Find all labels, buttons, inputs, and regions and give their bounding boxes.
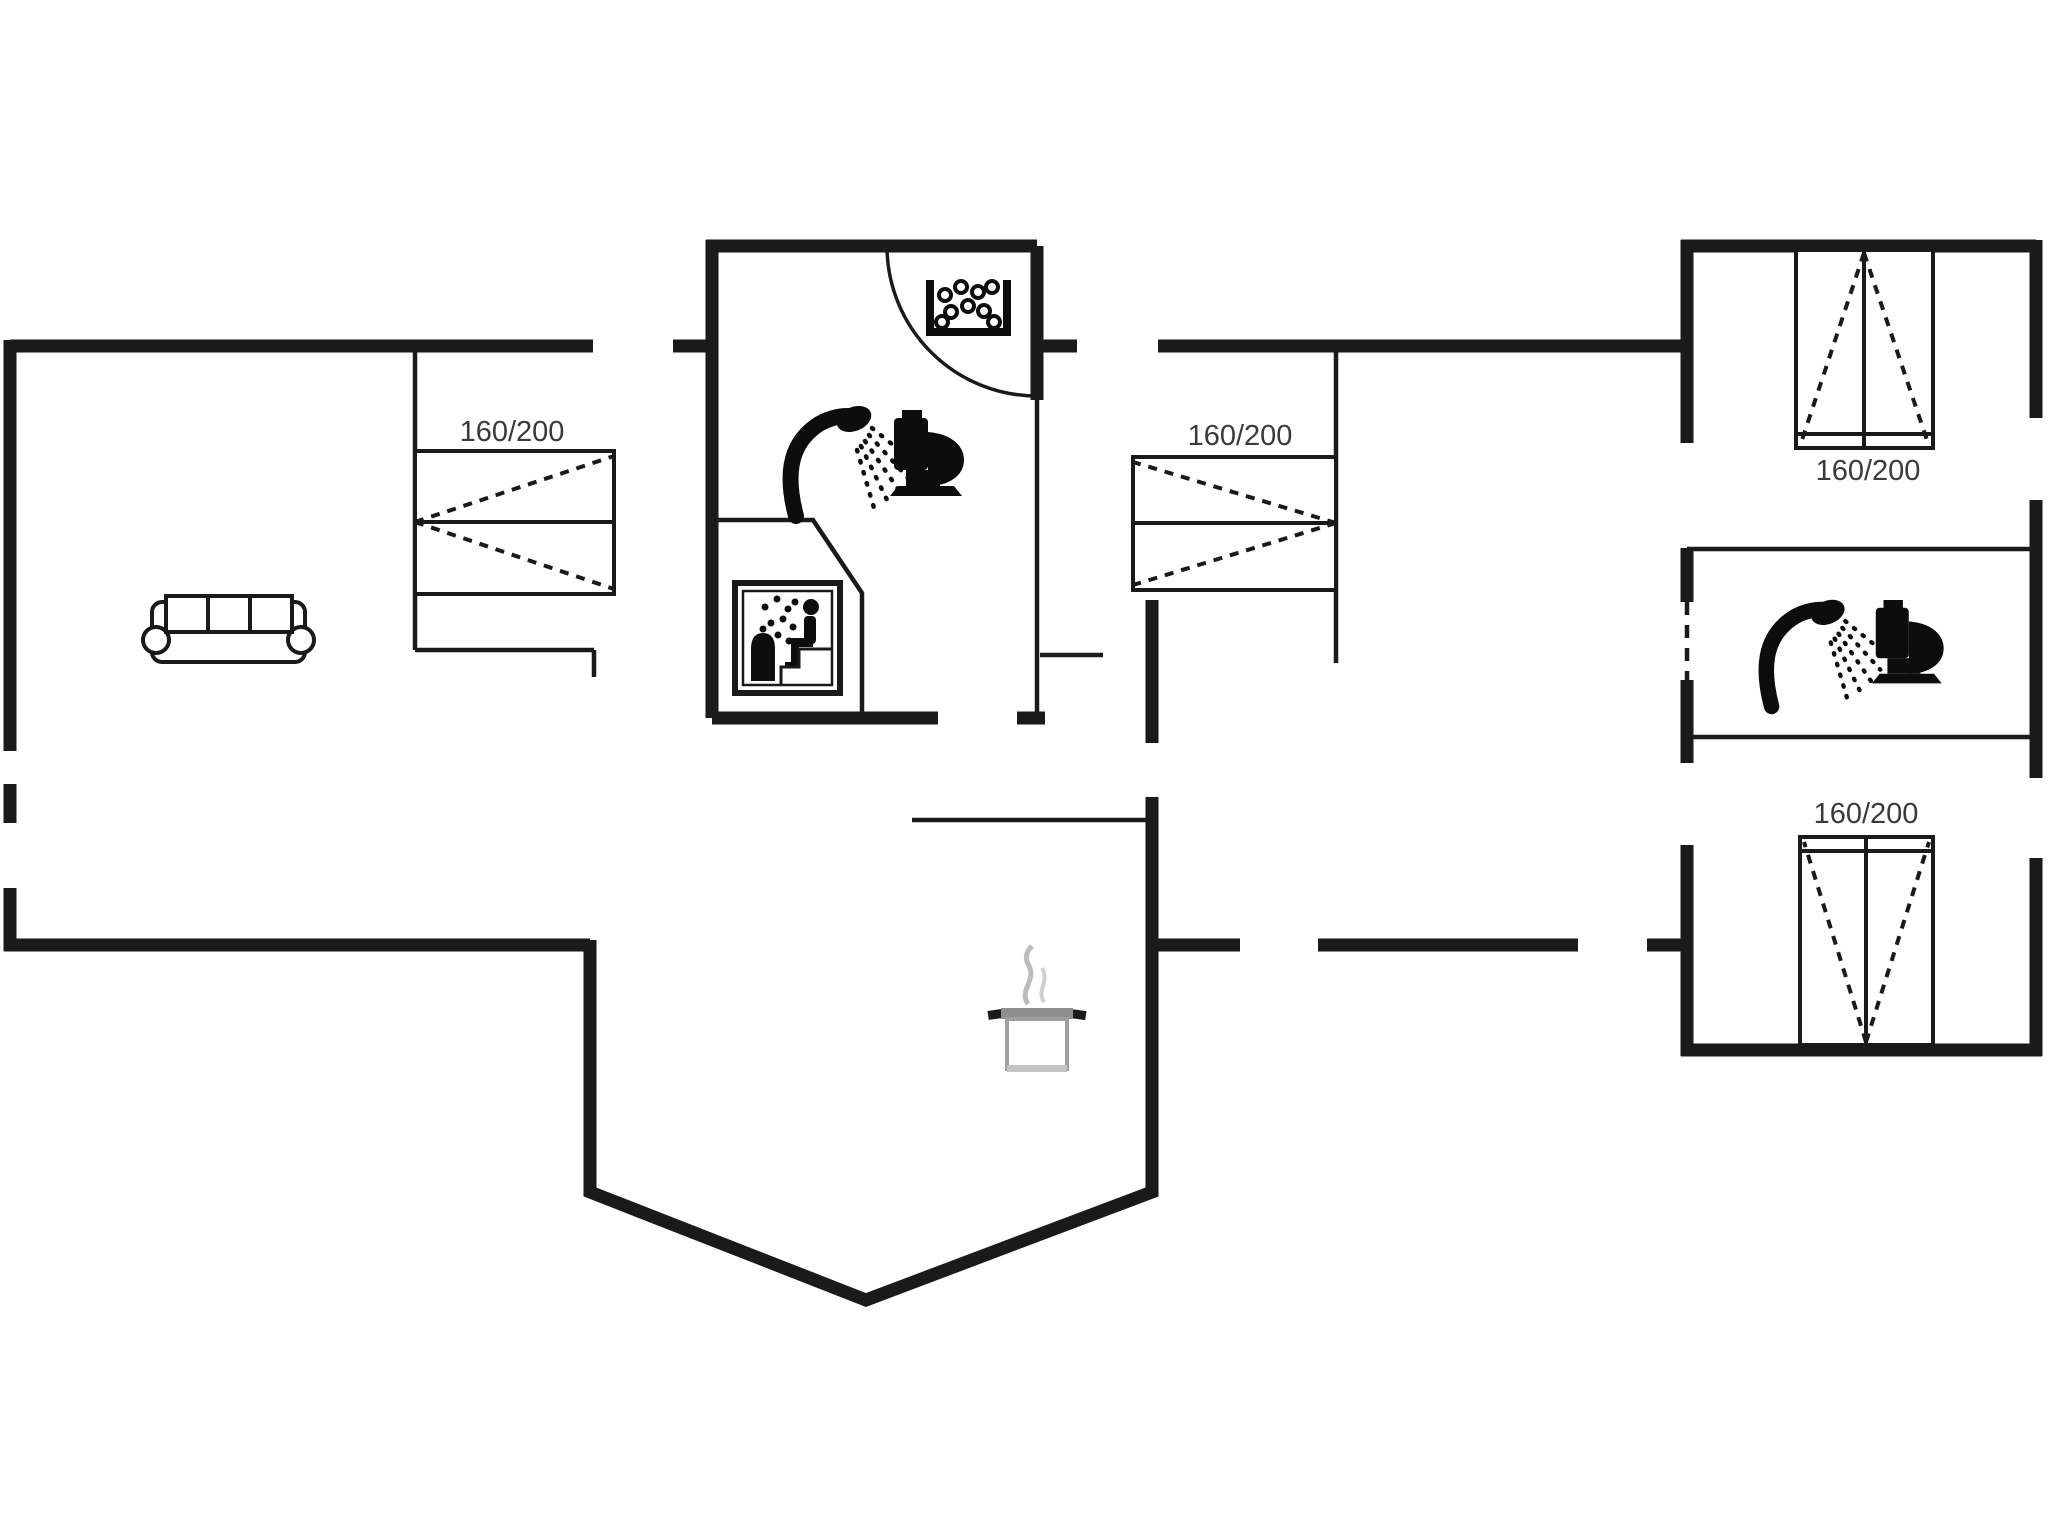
sauna-walls	[712, 517, 865, 718]
steam-squiggle	[1039, 967, 1047, 1004]
exterior-walls	[3, 239, 2043, 1307]
toilet-icon	[890, 410, 964, 496]
toilet-icon	[1871, 600, 1944, 684]
bed-symbol-left	[413, 449, 616, 596]
door-swing-arc	[885, 245, 1038, 398]
bed-symbol-middle	[1131, 455, 1338, 592]
pot-handle	[987, 1008, 1004, 1020]
bed-symbol-bottom-right	[1798, 835, 1935, 1047]
sauna-icon	[732, 580, 843, 696]
pot-base	[1007, 1065, 1067, 1072]
steam-squiggle	[1022, 944, 1034, 1006]
bed-size-label: 160/200	[460, 416, 565, 448]
right-bathroom-dividers	[1687, 546, 2036, 740]
sofa-symbol	[141, 594, 316, 664]
cooking-pot-icon	[987, 944, 1087, 1072]
pot-handle	[1070, 1009, 1087, 1021]
sitting-person	[785, 599, 819, 667]
pot-body	[1005, 1017, 1069, 1071]
bed-symbol-top-right	[1794, 248, 1935, 450]
pot-rim	[1001, 1008, 1073, 1019]
whirlpool-basin-icon	[926, 279, 1011, 336]
bed-size-label: 160/200	[1188, 420, 1293, 452]
bed-size-label: 160/200	[1814, 798, 1919, 830]
sauna-steps	[779, 647, 832, 684]
steam-dots	[759, 595, 799, 645]
bed-size-label: 160/200	[1816, 455, 1921, 487]
sauna-heater	[751, 633, 775, 681]
shower-icon	[1758, 599, 1889, 715]
